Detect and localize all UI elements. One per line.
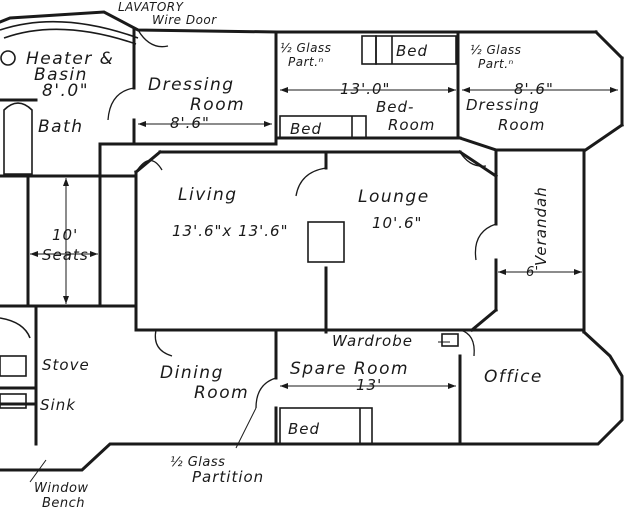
label-window-bench-1: Window <box>34 481 89 496</box>
label-lounge: Lounge <box>358 187 430 207</box>
label-lounge-dim: 10'.6" <box>372 214 422 232</box>
label-window-bench-2: Bench <box>42 496 85 511</box>
label-dim-13: 13'.0" <box>340 80 390 98</box>
label-bedroom-2: Room <box>388 116 435 134</box>
label-seats-dim: 10' <box>52 226 78 244</box>
wardrobe-icon <box>441 333 459 347</box>
label-bed-bottom: Bed <box>288 420 320 438</box>
bath-icon <box>3 102 33 175</box>
label-dressing-right-2: Room <box>498 116 545 134</box>
label-bedroom-1: Bed- <box>376 98 414 116</box>
label-dining-2: Room <box>194 383 249 403</box>
label-half-glass-left-1: ½ Glass <box>280 41 331 55</box>
label-dim-8-6-right: 8'.6" <box>514 80 554 98</box>
stove-icon <box>0 355 27 377</box>
label-verandah: Verandah <box>532 186 550 266</box>
dimension-lines <box>29 87 618 483</box>
exterior-walls <box>0 10 625 472</box>
label-seats: Seats <box>42 246 89 264</box>
basin-icon <box>0 50 16 66</box>
fixtures <box>0 20 459 445</box>
label-verandah-dim: 6' <box>526 265 539 280</box>
sink-icon <box>0 393 27 409</box>
interior-walls <box>0 28 586 446</box>
label-dressing-left-1: Dressing <box>148 75 235 95</box>
label-heater-basin-2: Basin <box>34 65 88 85</box>
labels: LAVATORY Wire Door Heater & Basin 8'.0" … <box>26 0 554 511</box>
label-half-glass-bottom-2: Partition <box>192 468 264 486</box>
bed-bottom-icon <box>279 407 373 445</box>
label-half-glass-left-2: Part.ⁿ <box>288 55 324 69</box>
label-spare-dim: 13' <box>356 376 382 394</box>
label-half-glass-right-2: Part.ⁿ <box>478 57 514 71</box>
label-bed-mid: Bed <box>290 120 322 138</box>
label-living: Living <box>178 185 238 205</box>
doors <box>107 29 497 409</box>
label-heater-basin-1: Heater & <box>26 49 114 69</box>
bed-mid-icon <box>279 115 367 139</box>
label-sink: Sink <box>40 396 76 414</box>
label-office: Office <box>484 367 543 387</box>
label-dressing-left-2: Room <box>190 95 245 115</box>
label-dressing-left-dim: 8'.6" <box>170 114 210 132</box>
label-stove: Stove <box>42 356 90 374</box>
label-half-glass-right-1: ½ Glass <box>470 43 521 57</box>
label-spare-room: Spare Room <box>290 359 409 379</box>
label-lavatory: LAVATORY <box>118 0 185 14</box>
label-heater-dim: 8'.0" <box>42 81 89 101</box>
label-living-dim: 13'.6"x 13'.6" <box>172 222 289 240</box>
label-dining-1: Dining <box>160 363 224 383</box>
hearth-icon <box>307 221 345 263</box>
label-wardrobe: Wardrobe <box>332 332 413 350</box>
label-half-glass-bottom-1: ½ Glass <box>170 455 225 470</box>
label-bath: Bath <box>38 117 84 137</box>
label-dressing-right-1: Dressing <box>466 96 540 114</box>
label-wire-door: Wire Door <box>152 13 217 27</box>
label-bed-top: Bed <box>396 42 428 60</box>
